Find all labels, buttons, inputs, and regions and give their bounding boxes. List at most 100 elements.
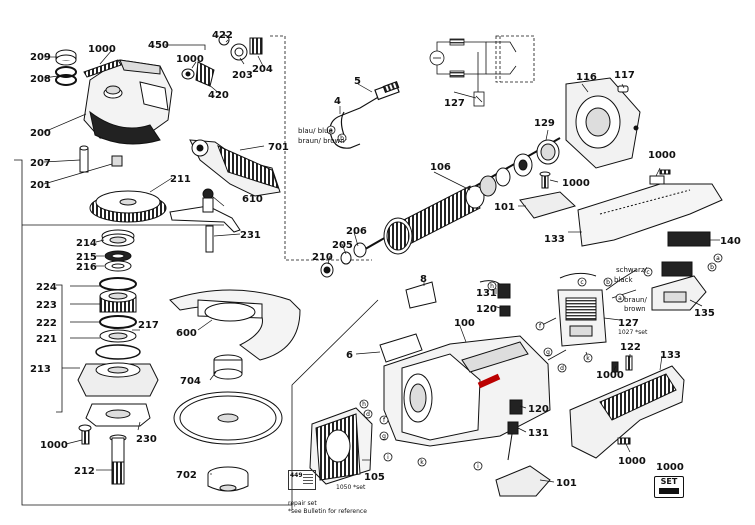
part-224: 224 xyxy=(36,282,57,293)
part-704: 704 xyxy=(180,376,201,387)
label-sheet-6 xyxy=(379,333,423,363)
switch-lock-pad xyxy=(667,231,711,247)
part-209: 209 xyxy=(30,52,51,63)
connection-markers xyxy=(326,125,723,471)
part-422: 422 xyxy=(212,30,233,41)
part-105: 105 xyxy=(364,472,385,483)
part-140: 140 xyxy=(720,236,741,247)
side-handle xyxy=(189,139,281,197)
part-207: 207 xyxy=(30,158,51,169)
part-222: 222 xyxy=(36,318,57,329)
marker-a1: a xyxy=(329,127,333,134)
leader-lines xyxy=(43,39,720,483)
part-120-b: 120 xyxy=(528,404,549,415)
part-221: 221 xyxy=(36,334,57,345)
part-133-a: 133 xyxy=(544,234,565,245)
rear-handle-housing xyxy=(577,169,723,247)
part-1000-g: 1000 xyxy=(618,456,646,467)
part-231: 231 xyxy=(240,230,261,241)
set-badge-label: SET xyxy=(660,477,678,486)
part-101-b: 101 xyxy=(556,478,577,489)
pinion-group xyxy=(181,34,263,87)
part-210: 210 xyxy=(312,252,333,263)
part-212: 212 xyxy=(74,466,95,477)
part-205: 205 xyxy=(332,240,353,251)
part-101-a: 101 xyxy=(494,202,515,213)
part-131-a: 131 xyxy=(476,288,497,299)
part-1000-c: 1000 xyxy=(40,440,68,451)
part-203: 203 xyxy=(232,70,253,81)
brush-cover-top xyxy=(519,171,576,219)
part-1000-d: 1000 xyxy=(648,150,676,161)
connection-marker-letters: a b a b c c b a f g d k h h d f g i k i xyxy=(329,127,720,470)
part-1000-h: 1000 xyxy=(656,462,684,473)
part-117: 117 xyxy=(614,70,635,81)
part-1000-a: 1000 xyxy=(88,44,116,55)
part-135: 135 xyxy=(694,308,715,319)
part-215: 215 xyxy=(76,252,97,263)
screws-right xyxy=(611,355,633,373)
small-parts-middle xyxy=(405,280,511,317)
bearing-stack xyxy=(77,229,159,485)
set-badge: SET xyxy=(654,476,684,498)
marker-c1: c xyxy=(646,269,649,276)
repair-set-code: 449 xyxy=(290,472,303,479)
fan-housing xyxy=(565,77,641,169)
part-120-a: 120 xyxy=(476,304,497,315)
marker-i1: i xyxy=(387,454,389,461)
marker-f1: f xyxy=(539,323,542,330)
part-131-b: 131 xyxy=(528,428,549,439)
brush-holder-lower xyxy=(507,399,523,461)
part-129: 129 xyxy=(534,118,555,129)
part-702: 702 xyxy=(176,470,197,481)
part-106: 106 xyxy=(430,162,451,173)
part-214: 214 xyxy=(76,238,97,249)
part-201: 201 xyxy=(30,180,51,191)
repair-set-label: repair set xyxy=(288,500,317,507)
part-230: 230 xyxy=(136,434,157,445)
label-braun2: braun/ xyxy=(624,296,647,304)
part-206: 206 xyxy=(346,226,367,237)
part-127-b: 127 xyxy=(618,318,639,329)
marker-b1: b xyxy=(340,135,344,142)
part-420: 420 xyxy=(208,90,229,101)
wire-color-labels: blau/ blue braun/ brown schwarz/ black b… xyxy=(298,127,648,491)
part-216: 216 xyxy=(76,262,97,273)
part-200: 200 xyxy=(30,128,51,139)
part-701: 701 xyxy=(268,142,289,153)
marker-i2: i xyxy=(477,463,479,470)
marker-b3: b xyxy=(606,279,610,286)
armature xyxy=(359,137,561,255)
label-brown2: brown xyxy=(624,305,646,313)
note-1027-set: 1027 *set xyxy=(618,329,648,336)
washers-206-205-210 xyxy=(320,242,367,278)
part-450: 450 xyxy=(148,40,169,51)
marker-b2: b xyxy=(710,264,714,271)
label-black: black xyxy=(614,276,634,284)
switch-module xyxy=(651,261,707,311)
wheel-assembly xyxy=(173,354,283,492)
gear-head-cover xyxy=(55,49,173,223)
bulletin-note: *see Bulletin for reference xyxy=(288,508,367,515)
part-122: 122 xyxy=(620,342,641,353)
marker-g2: g xyxy=(382,433,386,440)
part-223: 223 xyxy=(36,300,57,311)
group-bracket-lines xyxy=(14,35,379,510)
marker-k1: k xyxy=(586,355,590,362)
marker-a2: a xyxy=(716,255,720,262)
marker-h2: h xyxy=(362,401,366,408)
field-coil xyxy=(309,407,373,485)
part-600: 600 xyxy=(176,328,197,339)
part-8: 8 xyxy=(420,274,427,285)
part-1000-f: 1000 xyxy=(596,370,624,381)
part-1000-e: 1000 xyxy=(562,178,590,189)
marker-f2: f xyxy=(383,417,386,424)
repair-set-icon xyxy=(303,474,313,485)
electronic-module xyxy=(557,272,607,347)
part-4: 4 xyxy=(334,96,341,107)
spindle-lock xyxy=(169,188,241,253)
part-217: 217 xyxy=(138,320,159,331)
part-610: 610 xyxy=(242,194,263,205)
label-brown: braun/ brown xyxy=(298,137,345,145)
wiring-schematic xyxy=(429,35,535,107)
